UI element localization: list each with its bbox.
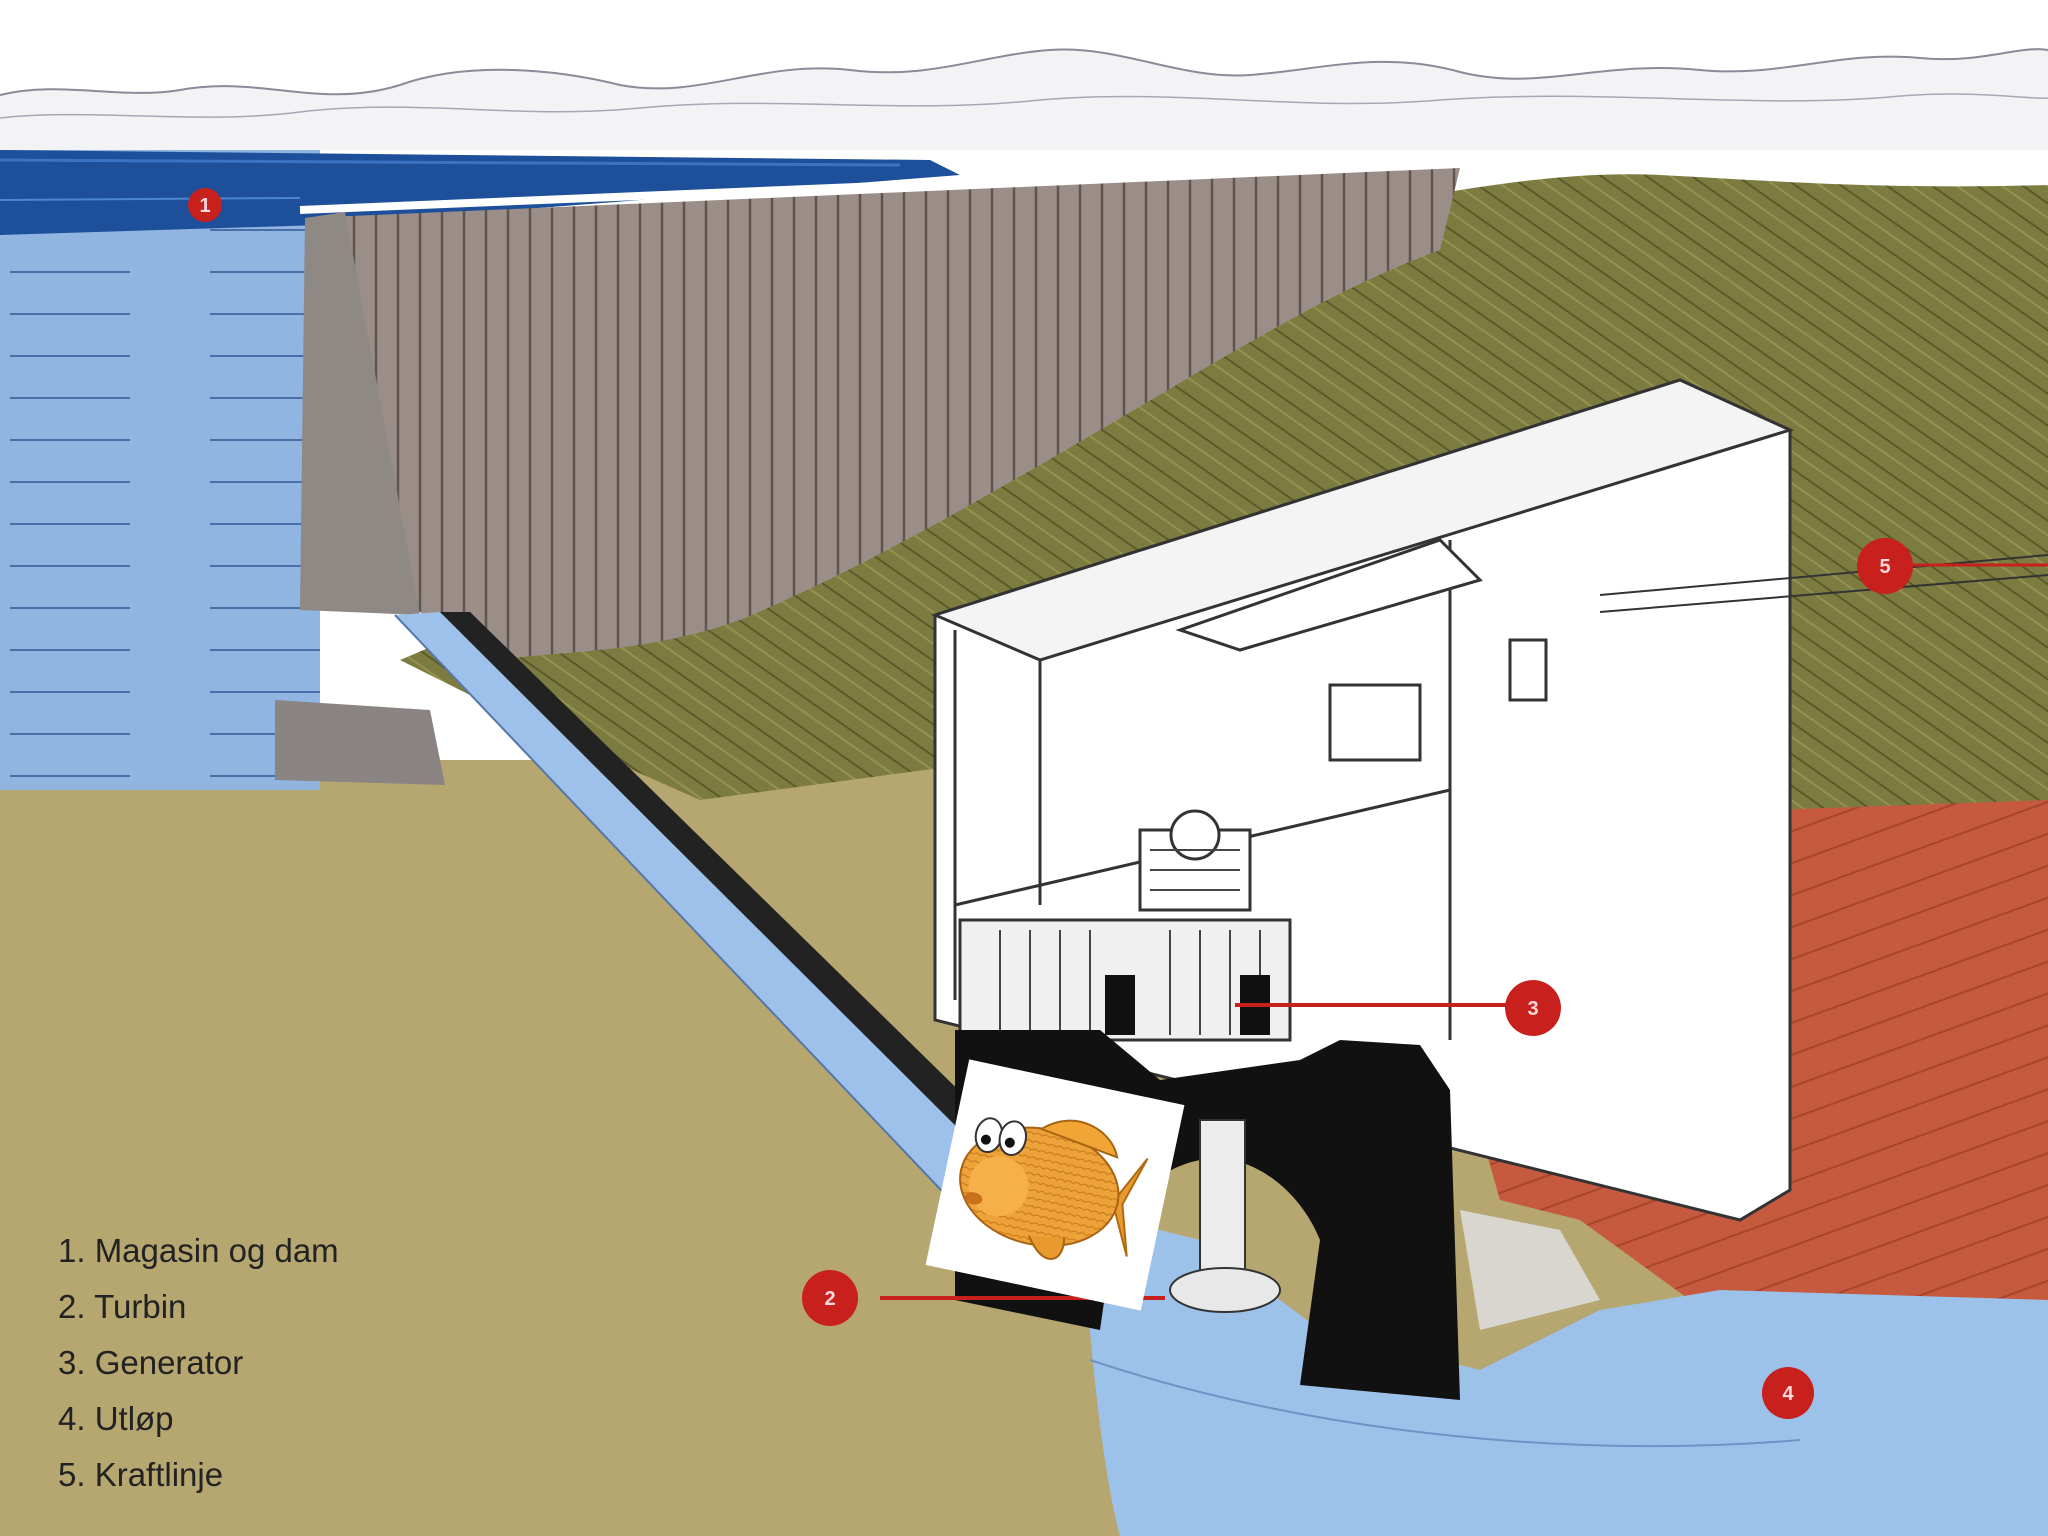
- reservoir-water: [0, 150, 320, 790]
- fish-clipart-icon: [926, 1059, 1185, 1310]
- marker-3: 3: [1505, 980, 1561, 1036]
- svg-text:5: 5: [1879, 556, 1890, 578]
- marker-4: 4: [1762, 1367, 1814, 1419]
- legend-item-3: 3. Generator: [58, 1344, 243, 1381]
- svg-text:1: 1: [199, 195, 210, 217]
- dam-foot: [275, 700, 445, 785]
- legend-item-5: 5. Kraftlinje: [58, 1456, 223, 1493]
- legend-item-2: 2. Turbin: [58, 1288, 186, 1325]
- legend-item-4: 4. Utløp: [58, 1400, 174, 1437]
- marker-1: 1: [188, 188, 222, 222]
- legend-item-1: 1. Magasin og dam: [58, 1232, 339, 1269]
- marker-2: 2: [802, 1270, 858, 1326]
- svg-text:3: 3: [1527, 998, 1538, 1020]
- svg-text:2: 2: [824, 1288, 835, 1310]
- svg-text:4: 4: [1782, 1383, 1794, 1405]
- crane-hoist: [1330, 685, 1420, 760]
- turbine-runner: [1170, 1268, 1280, 1312]
- marker-5: 5: [1857, 538, 1913, 594]
